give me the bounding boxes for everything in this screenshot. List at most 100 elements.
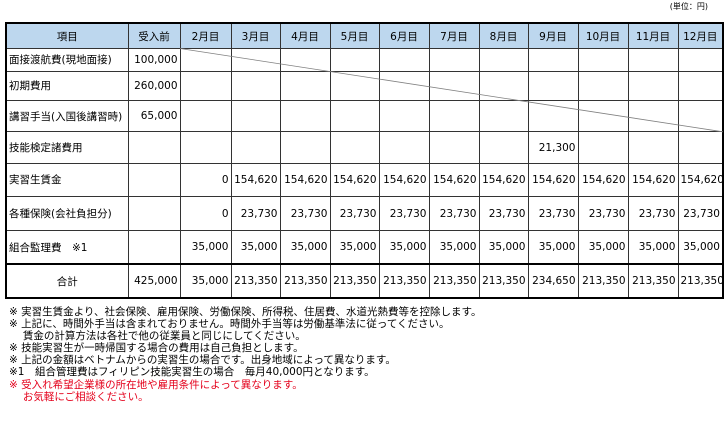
table-cell <box>279 70 331 101</box>
table-cell: 100,000 <box>127 48 181 72</box>
table-cell: 154,620 <box>329 162 380 198</box>
total-cell: 213,350 <box>329 263 380 299</box>
notes-section: ※ 実習生賃金より、社会保険、雇用保険、労働保険、所得税、住居費、水道光熱費等を… <box>9 306 481 403</box>
table-cell: 23,730 <box>329 196 380 231</box>
table-row: 面接渡航費(現地面接)100,000 <box>5 48 724 72</box>
row-label: 面接渡航費(現地面接) <box>5 48 129 72</box>
table-cell: 35,000 <box>179 229 232 265</box>
table-cell: 23,730 <box>577 196 629 231</box>
table-cell <box>577 131 629 164</box>
table-cell <box>230 131 281 164</box>
cost-table-wrapper: 項目 受入前 2月目 3月目 4月目 5月目 6月目 7月目 8月目 9月目 1… <box>5 22 724 299</box>
table-cell: 35,000 <box>577 229 629 265</box>
table-cell <box>627 131 679 164</box>
table-cell <box>279 131 331 164</box>
total-cell: 213,350 <box>230 263 281 299</box>
table-cell <box>428 99 480 133</box>
column-header: 12月目 <box>677 22 724 49</box>
column-header: 5月目 <box>329 22 380 49</box>
table-cell <box>478 70 529 101</box>
table-cell: 35,000 <box>230 229 281 265</box>
note-line: お気軽にご相談ください。 <box>9 390 149 403</box>
table-cell: 154,620 <box>428 162 480 198</box>
total-cell: 213,350 <box>627 263 679 299</box>
table-cell <box>677 48 724 72</box>
table-cell: 35,000 <box>478 229 529 265</box>
table-cell <box>230 48 281 72</box>
table-cell: 35,000 <box>527 229 579 265</box>
total-cell: 213,350 <box>478 263 529 299</box>
row-label: 講習手当(入国後講習時) <box>5 99 129 133</box>
total-label: 合計 <box>5 263 129 299</box>
column-header: 受入前 <box>127 22 181 49</box>
table-cell <box>127 162 181 198</box>
table-cell <box>329 131 380 164</box>
table-cell: 23,730 <box>230 196 281 231</box>
column-header: 4月目 <box>279 22 331 49</box>
cost-table: 項目 受入前 2月目 3月目 4月目 5月目 6月目 7月目 8月目 9月目 1… <box>5 22 724 299</box>
table-cell <box>329 70 380 101</box>
table-cell: 23,730 <box>627 196 679 231</box>
table-cell: 23,730 <box>478 196 529 231</box>
table-cell: 154,620 <box>378 162 430 198</box>
table-cell: 154,620 <box>279 162 331 198</box>
table-cell <box>677 131 724 164</box>
table-cell <box>378 48 430 72</box>
table-cell: 154,620 <box>527 162 579 198</box>
table-cell: 35,000 <box>279 229 331 265</box>
table-cell <box>179 131 232 164</box>
table-cell <box>677 70 724 101</box>
note-line: 賃金の計算方法は各社で他の従業員と同じにしてください。 <box>9 330 306 343</box>
table-cell <box>230 70 281 101</box>
note-line: ※ 実習生賃金より、社会保険、雇用保険、労働保険、所得税、住居費、水道光熱費等を… <box>9 306 482 318</box>
total-cell: 213,350 <box>428 263 480 299</box>
total-cell: 213,350 <box>677 263 724 299</box>
table-cell <box>478 99 529 133</box>
total-cell: 234,650 <box>527 263 579 299</box>
table-cell <box>627 70 679 101</box>
table-cell: 23,730 <box>428 196 480 231</box>
table-cell: 35,000 <box>428 229 480 265</box>
table-cell: 154,620 <box>230 162 281 198</box>
row-label: 初期費用 <box>5 70 129 101</box>
note-line: ※1 組合管理費はフィリピン技能実習生の場合 毎月40,000円となります。 <box>9 366 375 379</box>
table-cell: 0 <box>179 162 232 198</box>
table-header-row: 項目 受入前 2月目 3月目 4月目 5月目 6月目 7月目 8月目 9月目 1… <box>5 22 724 49</box>
column-header: 10月目 <box>577 22 629 49</box>
note-line: ※ 上記に、時間外手当は含まれておりません。時間外手当等は労働基準法に従ってくだ… <box>9 318 450 331</box>
table-cell <box>577 99 629 133</box>
table-cell <box>428 48 480 72</box>
table-cell <box>230 99 281 133</box>
table-cell <box>478 131 529 164</box>
column-header: 9月目 <box>527 22 579 49</box>
table-cell <box>527 48 579 72</box>
table-cell <box>179 99 232 133</box>
table-cell <box>527 99 579 133</box>
table-cell: 35,000 <box>627 229 679 265</box>
table-cell: 65,000 <box>127 99 181 133</box>
note-line: ※ 受入れ希望企業様の所在地や雇用条件によって異なります。 <box>9 378 303 391</box>
table-cell <box>279 48 331 72</box>
table-cell <box>527 70 579 101</box>
table-cell <box>279 99 331 133</box>
total-cell: 425,000 <box>127 263 181 299</box>
row-label: 実習生賃金 <box>5 162 129 198</box>
table-row: 講習手当(入国後講習時)65,000 <box>5 99 724 133</box>
table-cell: 154,620 <box>577 162 629 198</box>
table-cell: 23,730 <box>527 196 579 231</box>
table-cell <box>179 70 232 101</box>
column-header: 8月目 <box>478 22 529 49</box>
table-cell <box>428 70 480 101</box>
column-header: 7月目 <box>428 22 480 49</box>
note-line: ※ 技能実習生が一時帰国する場合の費用は自己負担とします。 <box>9 342 304 355</box>
table-cell <box>329 48 380 72</box>
table-cell <box>127 131 181 164</box>
table-cell: 21,300 <box>527 131 579 164</box>
column-header: 2月目 <box>179 22 232 49</box>
table-cell <box>577 70 629 101</box>
